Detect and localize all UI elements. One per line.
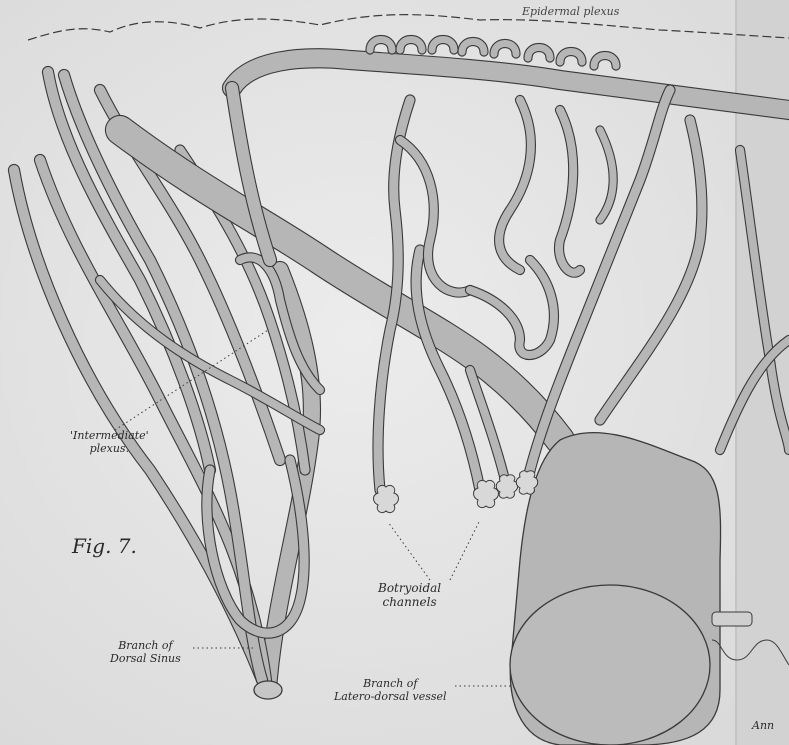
latero-dorsal-line-2: Latero-dorsal vessel bbox=[334, 691, 447, 704]
intermediate-plexus-line-1: 'Intermediate' bbox=[70, 430, 149, 443]
botryoidal-line-1: Botryoidal bbox=[378, 582, 441, 596]
edge-fragment-label: Ann bbox=[752, 720, 774, 733]
intermediate-plexus-label: 'Intermediate' plexus. bbox=[70, 430, 149, 455]
latero-dorsal-line-1: Branch of bbox=[334, 678, 447, 691]
intermediate-plexus-line-2: plexus. bbox=[70, 443, 149, 456]
branch-latero-dorsal-label: Branch of Latero-dorsal vessel bbox=[334, 678, 447, 703]
latero-dorsal-vessel-cut-end bbox=[510, 585, 710, 745]
botryoidal-line-2: channels bbox=[378, 596, 441, 610]
botryoidal-tip-1 bbox=[374, 485, 399, 512]
botryoidal-tip-3 bbox=[496, 475, 518, 498]
botryoidal-channels-label: Botryoidal channels bbox=[378, 582, 441, 610]
botryoidal-tip-4 bbox=[516, 471, 538, 494]
dorsal-sinus-cut-end bbox=[254, 681, 282, 699]
branch-dorsal-sinus-label: Branch of Dorsal Sinus bbox=[110, 640, 181, 665]
figure-number: Fig. 7. bbox=[72, 535, 137, 558]
epidermal-plexus-label: Epidermal plexus bbox=[522, 6, 619, 19]
fragment-bar bbox=[712, 612, 752, 626]
dorsal-sinus-line-2: Dorsal Sinus bbox=[110, 653, 181, 666]
botryoidal-tip-2 bbox=[474, 480, 499, 507]
dorsal-sinus-line-1: Branch of bbox=[110, 640, 181, 653]
